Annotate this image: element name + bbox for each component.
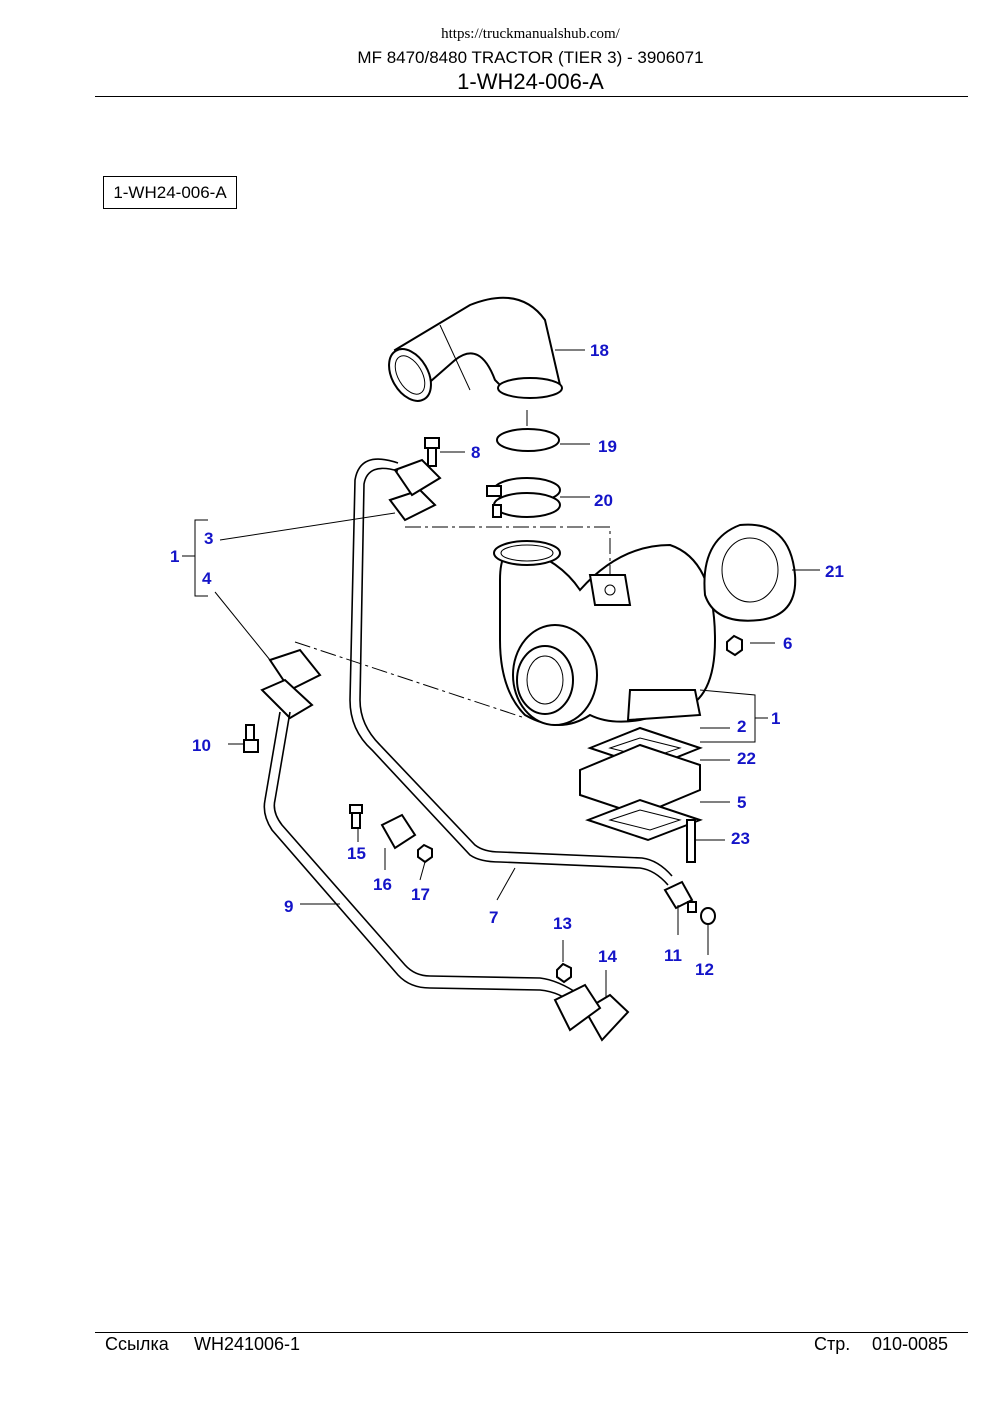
part-small-nut xyxy=(556,962,572,984)
part-clamp xyxy=(486,477,561,518)
part-bracket-nut xyxy=(417,843,433,864)
footer-divider xyxy=(95,1332,968,1333)
footer-ref-value: WH241006-1 xyxy=(194,1334,301,1354)
callout-19: 19 xyxy=(598,437,617,456)
part-exhaust-gasket-lower xyxy=(585,798,703,842)
callout-14: 14 xyxy=(598,947,617,966)
callout-6: 6 xyxy=(783,634,792,653)
part-bolt xyxy=(424,437,440,467)
callout-13: 13 xyxy=(553,914,572,933)
header-divider xyxy=(95,96,968,97)
part-oil-feed-pipe xyxy=(349,458,669,886)
part-bracket-bolt xyxy=(349,804,363,829)
callout-20: 20 xyxy=(594,491,613,510)
callout-9: 9 xyxy=(284,897,293,916)
callout-12: 12 xyxy=(695,960,714,979)
callout-21: 21 xyxy=(825,562,844,581)
callout-16: 16 xyxy=(373,875,392,894)
part-fitting xyxy=(663,880,697,913)
part-gasket-ring xyxy=(703,523,797,622)
part-o-ring xyxy=(496,428,560,452)
footer-page-label: Стр. xyxy=(814,1334,851,1354)
callout-1-left: 1 xyxy=(170,547,179,566)
callout-17: 17 xyxy=(411,885,430,904)
callout-15: 15 xyxy=(347,844,366,863)
diagram-box-label: 1-WH24-006-A xyxy=(103,176,237,209)
source-url: https://truckmanualshub.com/ xyxy=(441,26,620,42)
callout-22: 22 xyxy=(737,749,756,768)
part-washer xyxy=(700,907,716,925)
part-exhaust-spacer xyxy=(579,743,701,817)
part-pipe-clip xyxy=(380,813,417,850)
diagram-code: 1-WH24-006-A xyxy=(457,69,604,94)
callout-10: 10 xyxy=(192,736,211,755)
part-return-bolt xyxy=(243,724,259,753)
footer-ref-label: Ссылка xyxy=(105,1334,169,1354)
callout-2: 2 xyxy=(737,717,746,736)
part-turbocharger xyxy=(493,540,717,726)
part-elbow-hose xyxy=(388,296,563,402)
footer-page-value: 010-0085 xyxy=(872,1334,949,1354)
part-nut xyxy=(726,634,743,657)
callout-4: 4 xyxy=(202,569,212,588)
callout-5: 5 xyxy=(737,793,746,812)
part-oil-return-pipe xyxy=(263,711,576,1006)
document-title: MF 8470/8480 TRACTOR (TIER 3) - 3906071 xyxy=(357,48,704,67)
callout-23: 23 xyxy=(731,829,750,848)
callout-18: 18 xyxy=(590,341,609,360)
callout-7: 7 xyxy=(489,908,498,927)
callout-8: 8 xyxy=(471,443,480,462)
callout-11: 11 xyxy=(664,946,682,965)
callout-3: 3 xyxy=(204,529,213,548)
part-stud xyxy=(686,819,696,863)
callout-1-right: 1 xyxy=(771,709,780,728)
